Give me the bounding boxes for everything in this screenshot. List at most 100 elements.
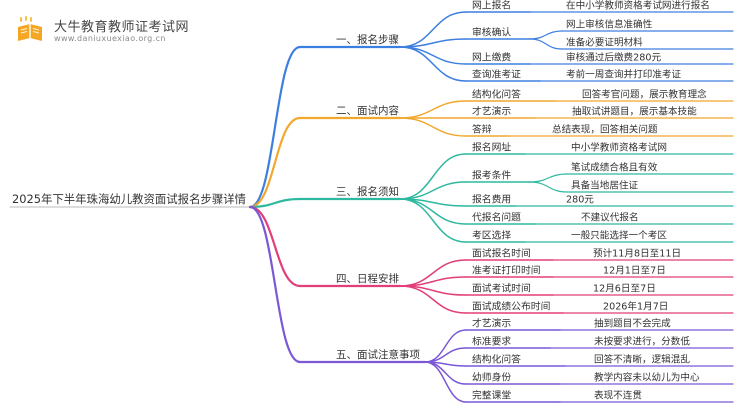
detail-label: 2026年1月7日 (603, 301, 668, 313)
branch-label: 一、报名步骤 (336, 33, 399, 46)
topic-label: 审核确认 (472, 26, 511, 39)
mindmap-topic: 完整课堂 表现不连贯 (424, 361, 734, 403)
mindmap-detail: 不建议代报名 (534, 212, 734, 225)
mindmap-detail: 预计11月8日至11日 (552, 248, 734, 261)
branch-label: 五、面试注意事项 (336, 348, 420, 361)
mindmap-detail: 12月6日至7日 (552, 284, 734, 296)
mindmap-topic: 考区选择一般只能选择一个考区 (399, 198, 734, 243)
detail-label: 在中小学教师资格考试网进行报名 (566, 0, 710, 12)
mindmap-detail: 教学内容未以幼儿为中心 (559, 372, 734, 385)
mindmap-topic: 代报名问题 不建议代报名 (399, 198, 734, 225)
topic-label: 查询准考证 (472, 68, 521, 81)
topic-label: 完整课堂 (472, 389, 511, 402)
mindmap-topic: 面试考试时间 12月6日至7日 (399, 282, 734, 296)
detail-label: 具备当地居住证 (571, 180, 639, 192)
detail-label: 预计11月8日至11日 (593, 248, 681, 260)
watermark-url: www.daniuxuexiao.org.cn (54, 34, 166, 43)
topic-label: 结构化问答 (472, 88, 521, 101)
mindmap-topic: 面试成绩公布时间 2026年1月7日 (399, 285, 734, 314)
mindmap-topic: 面试报名时间预计11月8日至11日 (399, 247, 734, 287)
mindmap-detail: 回答考官问题，展示教育理念 (554, 89, 734, 102)
mindmap-topic: 答辩 总结表现，回答相关问题 (399, 117, 734, 137)
mindmap-detail: 一般只能选择一个考区 (524, 230, 734, 243)
topic-label: 网上缴费 (472, 51, 511, 64)
branch-label: 四、日程安排 (336, 272, 399, 285)
mindmap-detail: 回答不清晰，逻辑混乱 (564, 354, 734, 367)
detail-label: 一般只能选择一个考区 (571, 230, 667, 242)
branch-label: 三、报名须知 (336, 185, 399, 198)
mindmap-topic: 标准要求 未按要求进行，分数低 (424, 336, 734, 363)
mindmap-detail: 12月1日至7日 (552, 266, 734, 278)
detail-label: 表现不连贯 (594, 390, 642, 402)
detail-label: 280元 (566, 195, 594, 206)
mindmap-topic: 结构化问答 回答不清晰，逻辑混乱 (424, 353, 734, 367)
root-label: 2025年下半年珠海幼儿教资面试报名步骤详情 (12, 192, 246, 206)
detail-label: 回答不清晰，逻辑混乱 (594, 354, 690, 366)
topic-label: 面试考试时间 (472, 282, 531, 295)
mindmap-detail: 准备必要证明材料 (529, 37, 734, 50)
topic-label: 结构化问答 (472, 353, 521, 366)
mindmap-detail: 具备当地居住证 (529, 180, 734, 193)
mindmap-topic: 报名费用 280元 (399, 193, 734, 207)
detail-label: 总结表现，回答相关问题 (552, 124, 658, 136)
mindmap-topic: 才艺演示 抽到题目不会完成 (424, 317, 734, 363)
mindmap-topic: 幼师身份 教学内容未以幼儿为中心 (424, 361, 734, 385)
mindmap-topic: 网上报名 在中小学教师资格考试网进行报名 (399, 0, 734, 48)
detail-label: 审核通过后缴费280元 (566, 52, 661, 64)
topic-label: 报名网址 (472, 141, 511, 154)
detail-label: 网上审核信息准确性 (566, 19, 653, 31)
topic-label: 报名费用 (472, 193, 511, 206)
mindmap-detail: 考前一周查询并打印准考证 (539, 69, 734, 82)
mindmap-detail: 抽到题目不会完成 (559, 318, 734, 331)
topic-label: 代报名问题 (472, 211, 521, 224)
detail-label: 中小学教师资格考试网 (571, 142, 667, 154)
detail-label: 抽取试讲题目，展示基本技能 (572, 106, 697, 118)
mindmap-root: 2025年下半年珠海幼儿教资面试报名步骤详情 (9, 192, 251, 208)
mindmap-detail: 未按要求进行，分数低 (549, 336, 734, 349)
mindmap-detail: 表现不连贯 (559, 390, 734, 403)
mindmap-detail: 总结表现，回答相关问题 (509, 124, 734, 137)
mindmap-topic: 报名网址 中小学教师资格考试网 (399, 141, 734, 200)
branch-label: 二、面试内容 (336, 104, 399, 117)
detail-label: 教学内容未以幼儿为中心 (594, 372, 700, 384)
detail-label: 12月6日至7日 (593, 284, 656, 295)
detail-label: 考前一周查询并打印准考证 (566, 69, 682, 81)
watermark-title: 大牛教育教师证考试网 (54, 20, 190, 35)
detail-label: 回答考官问题，展示教育理念 (582, 89, 707, 101)
topic-label: 才艺演示 (472, 105, 511, 118)
mindmap-detail: 抽取试讲题目，展示基本技能 (534, 106, 734, 119)
mindmap-detail: 网上审核信息准确性 (529, 19, 734, 40)
topic-label: 幼师身份 (472, 371, 511, 384)
topic-label: 网上报名 (472, 0, 511, 12)
detail-label: 不建议代报名 (581, 212, 639, 224)
mindmap-detail: 2026年1月7日 (562, 301, 734, 314)
mindmap-detail: 280元 (514, 195, 734, 207)
mindmap-topic: 才艺演示 抽取试讲题目，展示基本技能 (399, 105, 734, 119)
detail-label: 未按要求进行，分数低 (594, 336, 690, 348)
mindmap-detail: 审核通过后缴费280元 (529, 52, 734, 65)
site-watermark: 大牛教育教师证考试网 www.daniuxuexiao.org.cn (14, 14, 224, 48)
mindmap-detail: 在中小学教师资格考试网进行报名 (529, 0, 734, 13)
topic-label: 才艺演示 (472, 317, 511, 330)
mindmap-detail: 笔试成绩合格且有效 (529, 162, 734, 183)
topic-label: 答辩 (472, 123, 492, 136)
topic-label: 标准要求 (472, 336, 511, 348)
detail-label: 笔试成绩合格且有效 (571, 162, 658, 174)
mindmap-detail: 中小学教师资格考试网 (524, 142, 734, 155)
mindmap-topic: 查询准考证 考前一周查询并打印准考证 (399, 46, 734, 82)
detail-label: 准备必要证明材料 (566, 37, 643, 49)
book-logo-icon (18, 16, 42, 41)
topic-label: 面试成绩公布时间 (472, 300, 550, 313)
detail-label: 抽到题目不会完成 (594, 318, 671, 330)
topic-label: 报考条件 (472, 169, 511, 182)
